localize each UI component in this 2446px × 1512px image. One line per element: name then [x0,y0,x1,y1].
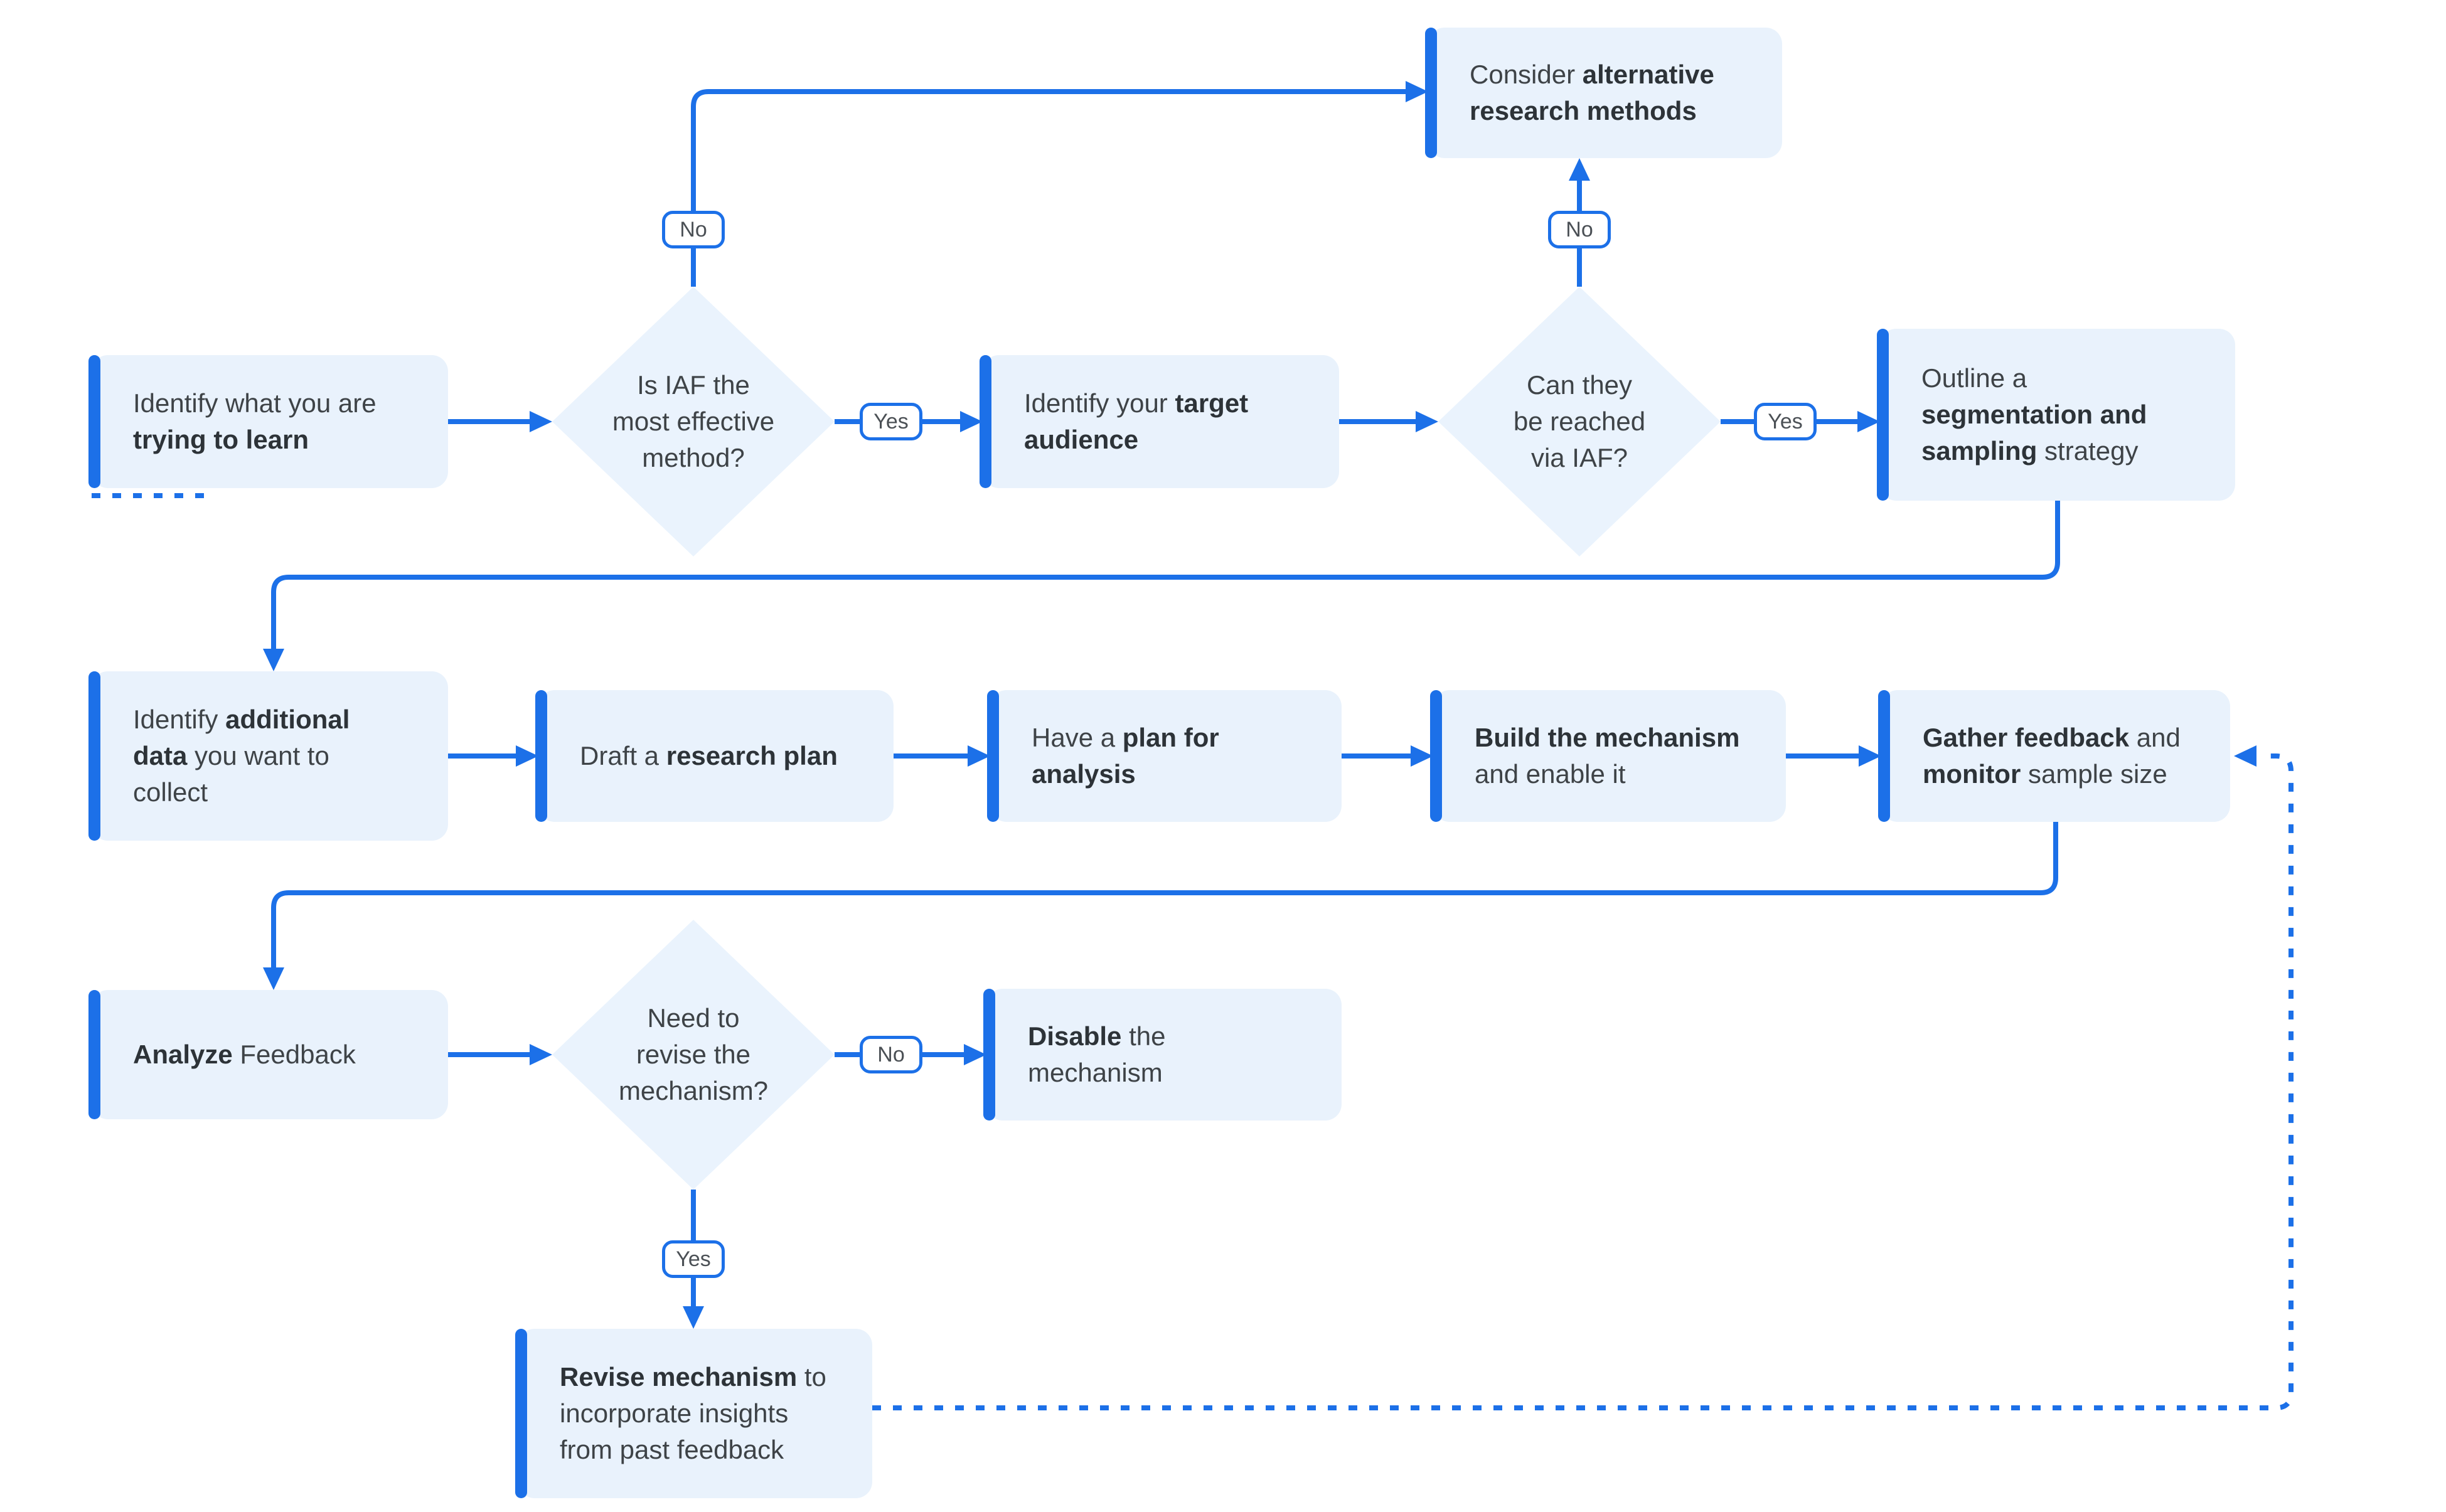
badge-yes-3: Yes [662,1240,725,1278]
arrowhead-into-consider-bottom [1569,158,1590,181]
arrowhead-into-disable [964,1044,986,1065]
node-analyze-feedback: Analyze Feedback [88,990,448,1119]
arrowhead-into-revise [683,1306,704,1329]
arrowhead-into-d2 [1416,411,1438,432]
badge-label-yes-2: Yes [1768,409,1803,434]
badge-yes-2: Yes [1754,403,1817,440]
node-label-analyze-feedback: Analyze Feedback [133,1040,356,1069]
arrowhead-into-additional-data [263,649,284,671]
badge-no-3: No [860,1036,922,1073]
arrowhead-into-d3 [530,1044,552,1065]
arrowhead-into-analyze [263,967,284,990]
badge-no-1: No [662,211,725,248]
arrowhead-into-analysis [968,745,990,767]
node-label-draft-research-plan: Draft a research plan [580,741,838,770]
arrowhead-into-d1 [530,411,552,432]
badge-label-no-3: No [877,1042,905,1067]
badge-label-yes-1: Yes [873,409,909,434]
arrowhead-into-outline [1857,411,1880,432]
badge-yes-1: Yes [860,403,922,440]
node-draft-research-plan: Draft a research plan [535,690,894,822]
connector-d1-no-to-consider [691,89,1406,287]
connector-revise-loop-to-gather [872,753,2294,1410]
arrowhead-into-build [1411,745,1433,767]
badge-label-yes-3: Yes [676,1247,711,1271]
arrowhead-into-consider-left [1406,81,1428,102]
connector-outline-to-additional-data [271,501,2060,649]
arrowhead-into-audience [960,411,983,432]
badge-label-no-2: No [1566,217,1593,242]
badge-no-2: No [1548,211,1611,248]
badge-label-no-1: No [680,217,707,242]
arrowhead-into-gather-right-dotted [2234,745,2256,767]
connector-gather-to-analyze [271,822,2058,967]
arrowhead-into-gather [1859,745,1881,767]
arrowhead-into-draft [516,745,538,767]
